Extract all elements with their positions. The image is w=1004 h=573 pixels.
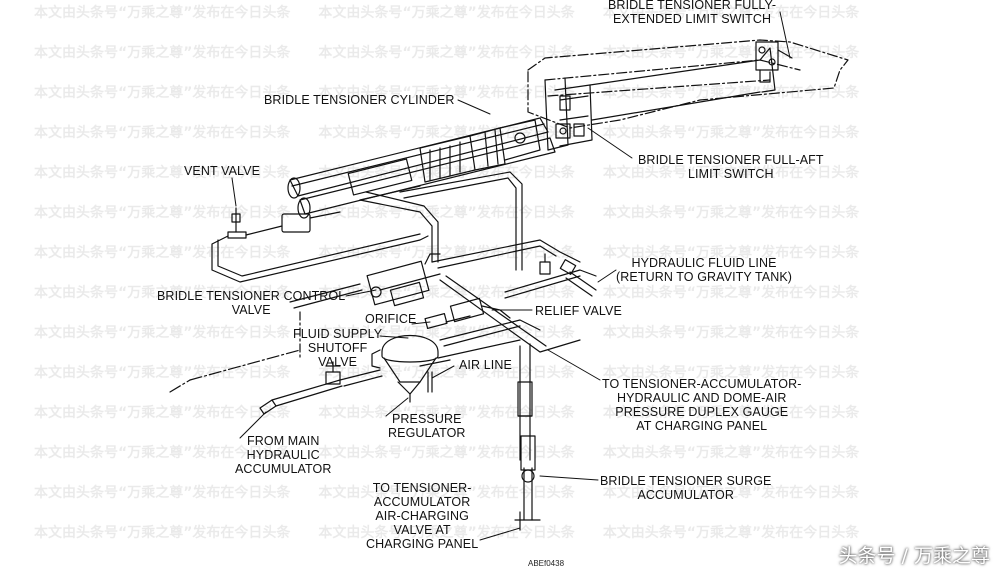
watermark-text: 本文由头条号“万乘之尊”发布在今日头条 xyxy=(602,325,860,341)
watermark-row: 本文由头条号“万乘之尊”发布在今日头条 本文由头条号“万乘之尊”发布在今日头条 本文… xyxy=(34,82,1004,102)
watermark-text: 本文由头条号“万乘之尊”发布在今日头条 xyxy=(34,485,291,501)
watermark-text: 本文由头条号“万乘之尊”发布在今日头条 xyxy=(34,405,291,421)
watermark-text: 本文由头条号“万乘之尊”发布在今日头条 xyxy=(318,485,575,501)
watermark-text: 本文由头条号“万乘之尊”发布在今日头条 xyxy=(602,245,860,261)
watermark-text: 本文由头条号“万乘之尊”发布在今日头条 xyxy=(318,165,575,181)
watermark-text: 本文由头条号“万乘之尊”发布在今日头条 xyxy=(602,485,860,501)
watermark-row: 本文由头条号“万乘之尊”发布在今日头条 本文由头条号“万乘之尊”发布在今日头条 本文… xyxy=(34,442,1004,462)
vent-valve xyxy=(227,207,283,239)
watermark-text: 本文由头条号“万乘之尊”发布在今日头条 xyxy=(318,405,575,421)
watermark-text: 本文由头条号“万乘之尊”发布在今日头条 xyxy=(34,245,291,261)
watermark-text: 本文由头条号“万乘之尊”发布在今日头条 xyxy=(34,205,291,221)
label-full-aft-limit-switch: BRIDLE TENSIONER FULL-AFT LIMIT SWITCH xyxy=(638,153,824,181)
watermark-row: 本文由头条号“万乘之尊”发布在今日头条 本文由头条号“万乘之尊”发布在今日头条 本文… xyxy=(34,202,1004,222)
label-hydraulic-fluid-line: HYDRAULIC FLUID LINE (RETURN TO GRAVITY … xyxy=(616,256,793,284)
watermark-text: 本文由头条号“万乘之尊”发布在今日头条 xyxy=(602,205,860,221)
watermark-text: 本文由头条号“万乘之尊”发布在今日头条 xyxy=(318,365,575,381)
tensioner-cylinder xyxy=(281,117,556,233)
watermark-row: 本文由头条号“万乘之尊”发布在今日头条 本文由头条号“万乘之尊”发布在今日头条 本文… xyxy=(34,122,1004,142)
watermark-text: 本文由头条号“万乘之尊”发布在今日头条 xyxy=(602,45,860,61)
hydraulic-return-line xyxy=(559,259,597,297)
orifice-fitting xyxy=(424,312,471,330)
watermark-text: 本文由头条号“万乘之尊”发布在今日头条 xyxy=(34,45,291,61)
label-fluid-supply-shutoff-valve: FLUID SUPPLY SHUTOFF VALVE xyxy=(293,327,383,369)
surge-accumulator-body xyxy=(517,381,536,483)
watermark-text: 本文由头条号“万乘之尊”发布在今日头条 xyxy=(34,365,291,381)
watermark-text: 本文由头条号“万乘之尊”发布在今日头条 xyxy=(318,5,575,21)
watermark-text: 本文由头条号“万乘之尊”发布在今日头条 xyxy=(34,325,291,341)
watermark-text: 本文由头条号“万乘之尊”发布在今日头条 xyxy=(34,5,291,21)
label-control-valve: BRIDLE TENSIONER CONTROL VALVE xyxy=(157,289,346,317)
watermark-text: 本文由头条号“万乘之尊”发布在今日头条 xyxy=(34,165,291,181)
label-tensioner-cylinder: BRIDLE TENSIONER CYLINDER xyxy=(264,93,455,107)
fully-extended-limit-switch xyxy=(755,41,793,83)
label-fully-extended-limit-switch: BRIDLE TENSIONER FULLY- EXTENDED LIMIT S… xyxy=(608,0,777,26)
control-valve-body xyxy=(366,253,441,307)
label-orifice: ORIFICE xyxy=(365,312,417,326)
watermark-text: 本文由头条号“万乘之尊”发布在今日头条 xyxy=(318,85,575,101)
label-main-hydraulic-accumulator: FROM MAIN HYDRAULIC ACCUMULATOR xyxy=(235,434,332,476)
label-pressure-regulator: PRESSURE REGULATOR xyxy=(388,412,466,440)
label-surge-accumulator: BRIDLE TENSIONER SURGE ACCUMULATOR xyxy=(600,474,772,502)
watermark-text: 本文由头条号“万乘之尊”发布在今日头条 xyxy=(602,5,860,21)
tensioner-track xyxy=(527,39,849,129)
watermark-text: 本文由头条号“万乘之尊”发布在今日头条 xyxy=(602,445,860,461)
watermark-text: 本文由头条号“万乘之尊”发布在今日头条 xyxy=(602,525,860,541)
watermark-row: 本文由头条号“万乘之尊”发布在今日头条 本文由头条号“万乘之尊”发布在今日头条 本文… xyxy=(34,482,1004,502)
label-air-charging-valve: TO TENSIONER- ACCUMULATOR AIR-CHARGING V… xyxy=(366,481,479,551)
shutoff-valve-body xyxy=(325,361,341,385)
tensioner-frame xyxy=(544,47,776,151)
piping xyxy=(169,171,597,531)
watermark-row: 本文由头条号“万乘之尊”发布在今日头条 本文由头条号“万乘之尊”发布在今日头条 本文… xyxy=(34,362,1004,382)
watermark-text: 本文由头条号“万乘之尊”发布在今日头条 xyxy=(318,525,575,541)
watermark-text: 本文由头条号“万乘之尊”发布在今日头条 xyxy=(318,125,575,141)
label-relief-valve: RELIEF VALVE xyxy=(535,304,622,318)
watermark-row: 本文由头条号“万乘之尊”发布在今日头条 本文由头条号“万乘之尊”发布在今日头条 本文… xyxy=(34,162,1004,182)
full-aft-limit-switch xyxy=(555,123,571,139)
watermark-text: 本文由头条号“万乘之尊”发布在今日头条 xyxy=(34,285,291,301)
watermark-row: 本文由头条号“万乘之尊”发布在今日头条本文由头条号“万乘之尊”发布在今日头条本文… xyxy=(34,322,1004,342)
watermark-text: 本文由头条号“万乘之尊”发布在今日头条 xyxy=(34,125,291,141)
figure-id: ABEf0438 xyxy=(528,559,565,568)
label-air-line: AIR LINE xyxy=(459,358,512,372)
label-duplex-gauge: TO TENSIONER-ACCUMULATOR- HYDRAULIC AND … xyxy=(602,377,802,433)
watermark-text: 本文由头条号“万乘之尊”发布在今日头条 xyxy=(318,205,575,221)
watermark-text: 本文由头条号“万乘之尊”发布在今日头条 xyxy=(602,405,860,421)
watermark-row: 本文由头条号“万乘之尊”发布在今日头条 本文由头条号“万乘之尊”发布在今日头条 本文… xyxy=(34,402,1004,422)
watermark-text: 本文由头条号“万乘之尊”发布在今日头条 xyxy=(34,525,291,541)
pressure-regulator-body xyxy=(371,334,439,403)
footer-brand: 头条号 / 万乘之尊 xyxy=(838,545,990,567)
watermark-text: 本文由头条号“万乘之尊”发布在今日头条 xyxy=(34,445,291,461)
watermark-text: 本文由头条号“万乘之尊”发布在今日头条 xyxy=(602,125,860,141)
air-line-fittings xyxy=(419,339,521,393)
watermark-text: 本文由头条号“万乘之尊”发布在今日头条 xyxy=(34,85,291,101)
leader-lines xyxy=(231,11,791,541)
watermark-text: 本文由头条号“万乘之尊”发布在今日头条 xyxy=(602,285,860,301)
label-vent-valve: VENT VALVE xyxy=(184,164,261,178)
watermark-text: 本文由头条号“万乘之尊”发布在今日头条 xyxy=(602,165,860,181)
watermark-text: 本文由头条号“万乘之尊”发布在今日头条 xyxy=(602,365,860,381)
watermark-text: 本文由头条号“万乘之尊”发布在今日头条 xyxy=(602,85,860,101)
watermark-text: 本文由头条号“万乘之尊”发布在今日头条 xyxy=(318,445,575,461)
watermark-row: 本文由头条号“万乘之尊”发布在今日头条 本文由头条号“万乘之尊”发布在今日头条 本文… xyxy=(34,522,1004,542)
watermark-row: 本文由头条号“万乘之尊”发布在今日头条 本文由头条号“万乘之尊”发布在今日头条 本文… xyxy=(34,42,1004,62)
watermark-row: 本文由头条号“万乘之尊”发布在今日头条 本文由头条号“万乘之尊”发布在今日头条 本文… xyxy=(34,2,1004,22)
watermark-text: 本文由头条号“万乘之尊”发布在今日头条 xyxy=(318,45,575,61)
